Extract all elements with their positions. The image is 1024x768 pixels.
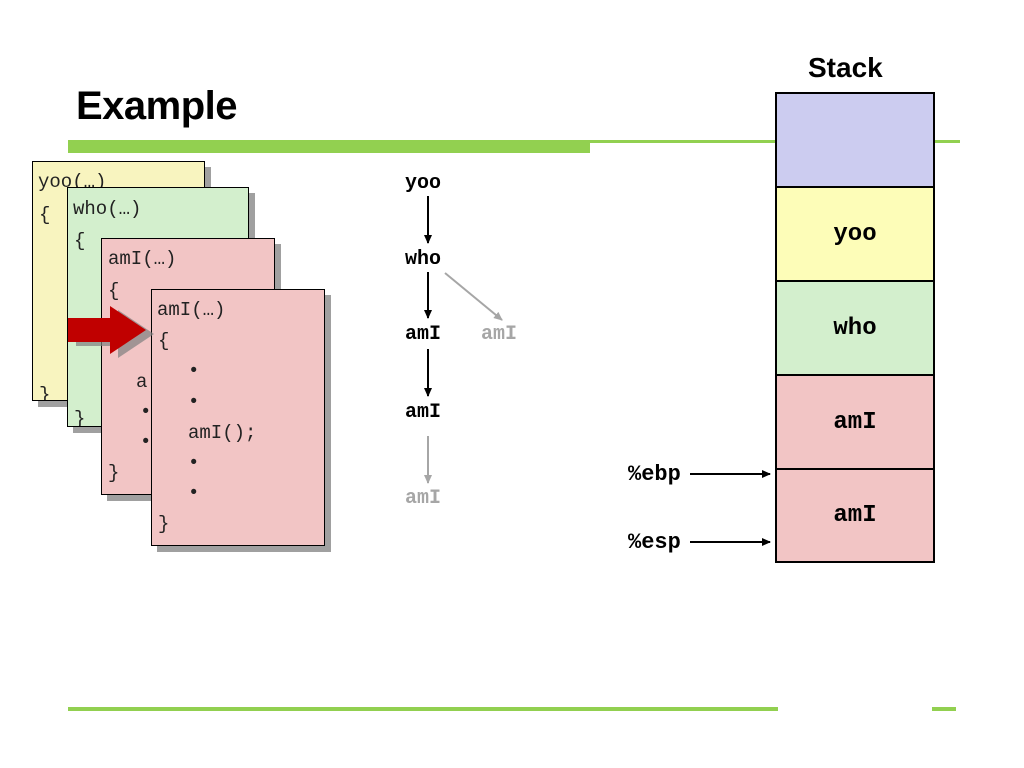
bullet: • [188, 452, 200, 474]
tree-node-ami: amI [405, 323, 442, 346]
card-header: who(…) [73, 198, 142, 220]
open-brace: { [74, 230, 86, 252]
slide-title: Example [76, 84, 238, 128]
bullet: • [188, 391, 200, 413]
stack-title: Stack [808, 52, 883, 83]
stack-frame-ami-current: amI [777, 470, 933, 561]
esp-label: %esp [628, 530, 681, 555]
open-brace: { [39, 204, 51, 226]
bullet: • [188, 482, 200, 504]
footer-line [68, 707, 778, 711]
close-brace: } [74, 408, 86, 427]
stack-frame-yoo: yoo [777, 188, 933, 282]
tree-node-who: who [405, 248, 442, 271]
bullet: • [140, 401, 152, 423]
partial-text: a [136, 371, 148, 393]
tree-node-ami-nested: amI [405, 401, 442, 424]
open-brace: { [158, 330, 170, 352]
stack-frame-ami: amI [777, 376, 933, 470]
stack-frame-top [777, 94, 933, 188]
stack: yoo who amI amI [775, 92, 935, 563]
code-card-ami-2: amI(…) { • • amI(); • • } [151, 289, 325, 546]
ebp-label: %ebp [628, 462, 681, 487]
close-brace: } [39, 384, 51, 401]
tree-node-ami-sibling: amI [481, 323, 518, 346]
close-brace: } [158, 513, 170, 535]
card-header: amI(…) [157, 299, 226, 321]
close-brace: } [108, 462, 120, 484]
call-text: amI(); [188, 422, 257, 444]
bullet: • [188, 360, 200, 382]
card-header: amI(…) [108, 248, 177, 270]
title-underline-thick [68, 140, 590, 153]
stack-frame-who: who [777, 282, 933, 376]
tree-node-yoo: yoo [405, 172, 442, 195]
footer-line-segment [932, 707, 956, 711]
tree-node-ami-future: amI [405, 487, 442, 510]
red-arrow-icon [68, 306, 154, 358]
bullet: • [140, 431, 152, 453]
open-brace: { [108, 280, 120, 302]
